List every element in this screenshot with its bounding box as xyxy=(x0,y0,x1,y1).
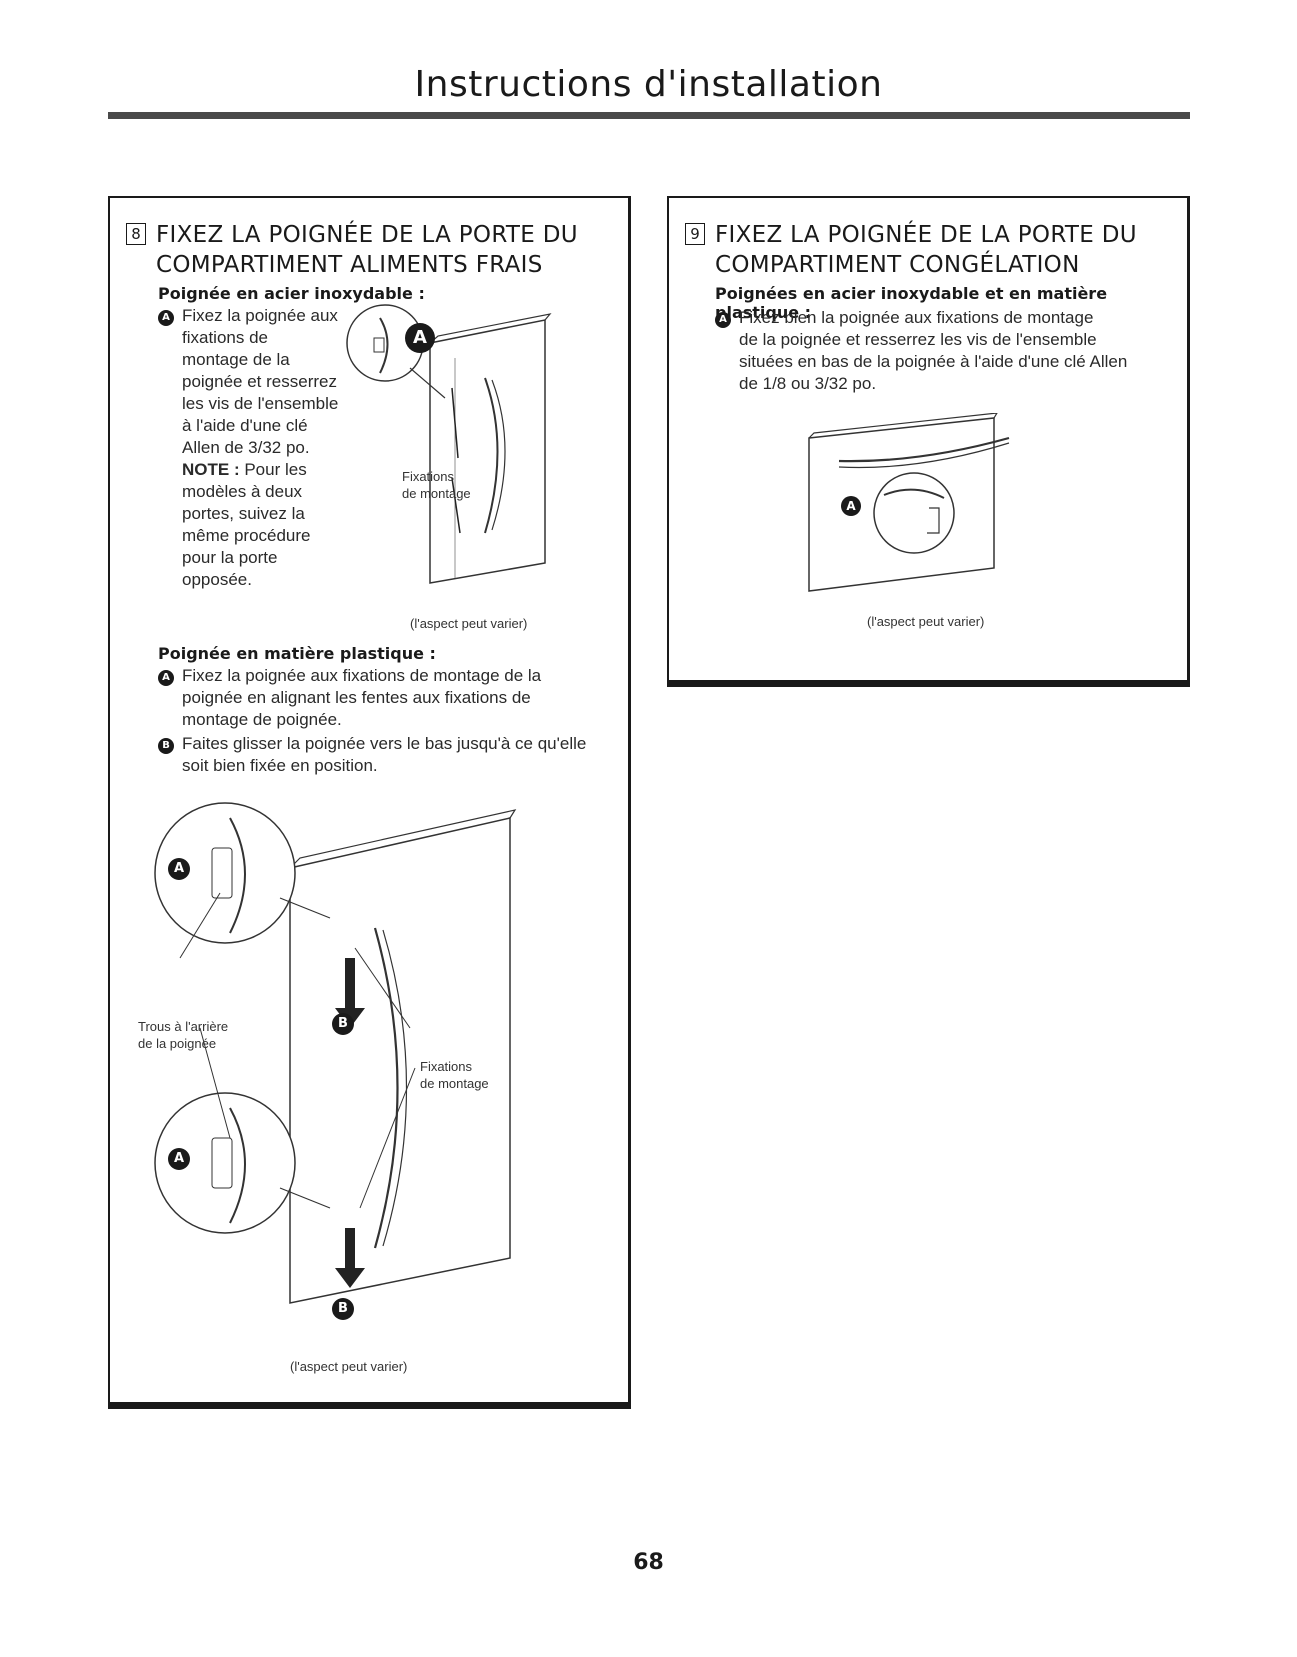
plastic-figure-callout-b-bottom: B xyxy=(332,1298,354,1320)
step-9-figure-caption: (l'aspect peut varier) xyxy=(867,614,985,629)
plastic-instruction-a: Fixez la poignée aux fixations de montag… xyxy=(182,666,542,729)
stainless-note: NOTE : Pour les modèles à deux portes, s… xyxy=(182,459,382,591)
step-9-panel: 9 FIXEZ LA POIGNÉE DE LA PORTE DU COMPAR… xyxy=(667,196,1190,687)
title-rule xyxy=(108,112,1190,119)
plastic-fixations-label: Fixations de montage xyxy=(420,1059,489,1091)
step-8-panel: 8 FIXEZ LA POIGNÉE DE LA PORTE DU COMPAR… xyxy=(108,196,631,1409)
plastic-figure-caption: (l'aspect peut varier) xyxy=(290,1359,408,1374)
plastic-figure-callout-b-top: B xyxy=(332,1013,354,1035)
stainless-fixations-label: Fixations de montage xyxy=(402,469,471,501)
plastic-heading: Poignée en matière plastique : xyxy=(158,644,436,663)
plastic-instruction-b: Faites glisser la poignée vers le bas ju… xyxy=(182,734,587,775)
plastic-bullet-b: B xyxy=(158,738,174,754)
note-label: NOTE : xyxy=(182,460,240,479)
stainless-door-figure xyxy=(346,304,552,584)
note-text: Pour les modèles à deux portes, suivez l… xyxy=(182,460,311,589)
stainless-figure-caption: (l'aspect peut varier) xyxy=(410,616,528,631)
step-9-title: FIXEZ LA POIGNÉE DE LA PORTE DU COMPARTI… xyxy=(715,222,1137,278)
step-9-instruction: Fixez bien la poignée aux fixations de m… xyxy=(739,308,1128,393)
step-8-number: 8 xyxy=(126,223,146,245)
step-8-header: 8 FIXEZ LA POIGNÉE DE LA PORTE DU COMPAR… xyxy=(126,220,618,280)
plastic-door-figure xyxy=(154,802,517,1304)
plastic-figure-callout-a-top: A xyxy=(168,858,190,880)
plastic-bullet-a: A xyxy=(158,670,174,686)
plastic-holes-label: Trous à l'arrière de la poignée xyxy=(138,1019,229,1051)
stainless-heading: Poignée en acier inoxydable : xyxy=(158,284,425,303)
page-number: 68 xyxy=(633,1550,664,1575)
step-9-figure-callout-a: A xyxy=(841,496,861,516)
stainless-instruction: Fixez la poignée aux fixations de montag… xyxy=(182,306,339,457)
freezer-door-figure xyxy=(808,413,1010,592)
plastic-figure-callout-a-bottom: A xyxy=(168,1148,190,1170)
stainless-bullet-a: A xyxy=(158,310,174,326)
step-9-header: 9 FIXEZ LA POIGNÉE DE LA PORTE DU COMPAR… xyxy=(685,220,1177,280)
step-9-number: 9 xyxy=(685,223,705,245)
step-9-bullet-a: A xyxy=(715,312,731,328)
step-9-heading: Poignées en acier inoxydable et en matiè… xyxy=(715,284,1108,322)
stainless-figure-callout-a: A xyxy=(405,323,435,353)
page-title: Instructions d'installation xyxy=(414,64,883,105)
step-8-title: FIXEZ LA POIGNÉE DE LA PORTE DU COMPARTI… xyxy=(156,222,578,278)
